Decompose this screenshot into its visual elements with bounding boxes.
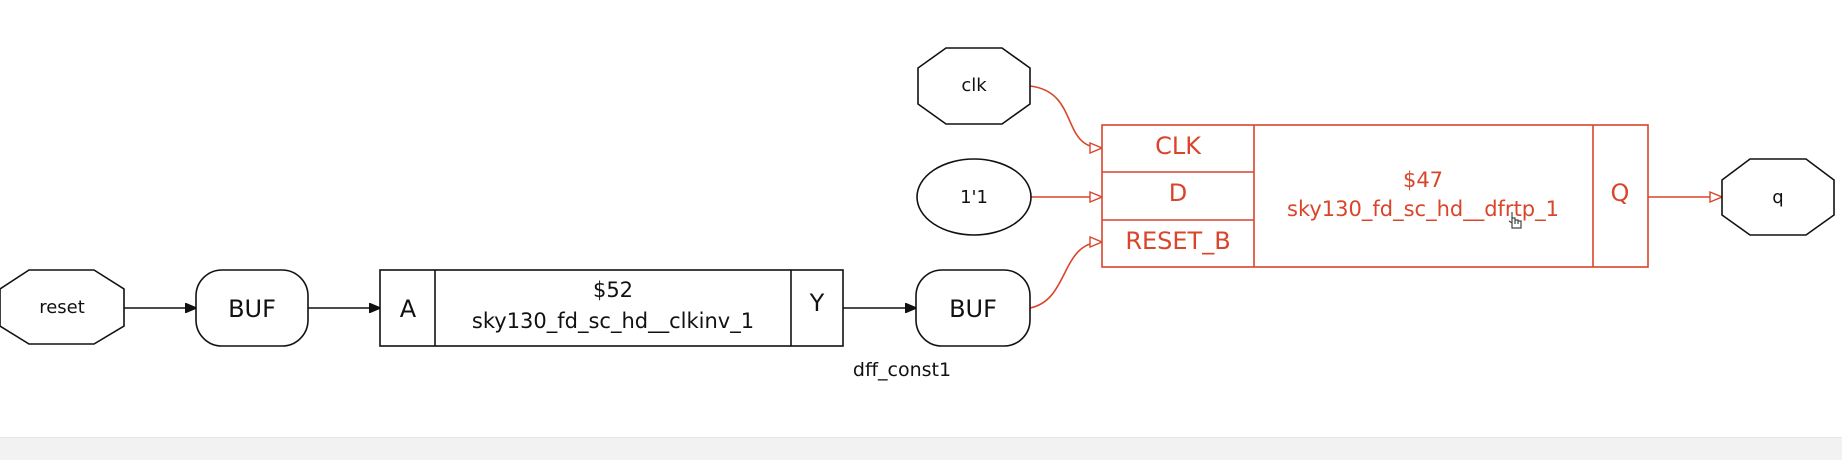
clk-port-label: clk xyxy=(961,75,987,96)
inverter-port-y: Y xyxy=(809,289,825,317)
dff-cell[interactable]: CLK D RESET_B $47 sky130_fd_sc_hd__dfrtp… xyxy=(1101,124,1649,268)
bottom-status-bar xyxy=(0,437,1842,460)
dff-cell-id: $47 xyxy=(1403,168,1443,192)
buf-node-2-label: BUF xyxy=(949,295,997,323)
clk-port-node[interactable]: clk xyxy=(917,47,1031,125)
reset-port-label: reset xyxy=(39,297,85,318)
constant-node[interactable]: 1'1 xyxy=(916,158,1032,236)
buf-node-2[interactable]: BUF xyxy=(915,269,1031,347)
inverter-cell-id: $52 xyxy=(593,278,633,302)
dff-port-q: Q xyxy=(1611,179,1630,207)
wire-buf-to-dff-reset xyxy=(1029,242,1102,309)
q-port-label: q xyxy=(1772,187,1783,208)
dff-cell-type: sky130_fd_sc_hd__dfrtp_1 xyxy=(1287,197,1559,222)
inverter-cell[interactable]: A $52 sky130_fd_sc_hd__clkinv_1 Y xyxy=(379,269,844,347)
inverter-port-a: A xyxy=(400,295,417,323)
inverter-cell-type: sky130_fd_sc_hd__clkinv_1 xyxy=(472,309,754,334)
wire-clk-to-dff xyxy=(1029,85,1102,148)
dff-port-clk: CLK xyxy=(1155,132,1202,160)
buf-node-1[interactable]: BUF xyxy=(195,269,309,347)
buf-node-1-label: BUF xyxy=(228,295,276,323)
q-port-node[interactable]: q xyxy=(1721,158,1835,236)
wire-label-dff-const1: dff_const1 xyxy=(853,359,951,381)
hand-cursor-icon xyxy=(1508,212,1522,229)
dff-port-reset-b: RESET_B xyxy=(1125,227,1230,255)
dff-port-d: D xyxy=(1169,179,1187,207)
constant-node-label: 1'1 xyxy=(960,187,988,208)
reset-port-node[interactable]: reset xyxy=(0,269,125,345)
